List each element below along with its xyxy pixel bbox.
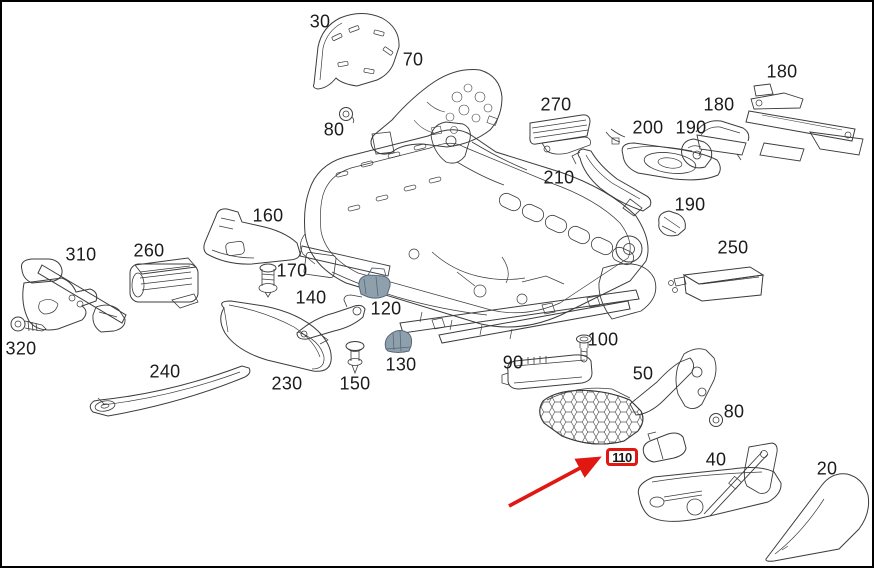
part-210-drawing xyxy=(571,148,652,217)
part-150-drawing xyxy=(345,341,365,375)
part-180-mid-drawing xyxy=(695,120,750,161)
part-110-drawing xyxy=(642,431,687,463)
highlighted-part-label: 110 xyxy=(606,448,638,466)
part-100-drawing xyxy=(576,334,592,363)
part-140-drawing xyxy=(296,294,366,345)
part-30-drawing xyxy=(313,13,400,90)
part-90-drawing xyxy=(501,354,593,390)
part-190-upper-drawing xyxy=(681,138,713,169)
part-230-drawing xyxy=(220,300,332,372)
part-20-drawing xyxy=(765,473,870,562)
part-180-right-drawing xyxy=(745,83,864,162)
part-160-drawing xyxy=(203,208,301,265)
part-200-drawing xyxy=(605,128,721,181)
part-130-drawing xyxy=(384,330,413,353)
highlighted-part-number: 110 xyxy=(612,449,632,465)
part-50-drawing xyxy=(539,348,717,445)
part-320-drawing xyxy=(10,316,47,332)
pointer-arrow xyxy=(508,456,602,508)
part-310-drawing xyxy=(21,258,127,333)
part-260-drawing xyxy=(129,257,199,309)
part-40-drawing xyxy=(637,442,782,522)
seat-frame-assembly-drawing xyxy=(299,121,657,344)
part-80-top-drawing xyxy=(339,107,355,124)
part-70-drawing xyxy=(370,69,503,155)
part-270-drawing xyxy=(529,114,591,155)
part-120-drawing xyxy=(358,267,391,299)
part-80-bottom-drawing xyxy=(709,413,723,427)
part-190-lower-drawing xyxy=(658,210,686,237)
part-240-drawing xyxy=(89,365,251,417)
part-170-drawing xyxy=(258,263,278,298)
part-250-drawing xyxy=(668,266,765,302)
